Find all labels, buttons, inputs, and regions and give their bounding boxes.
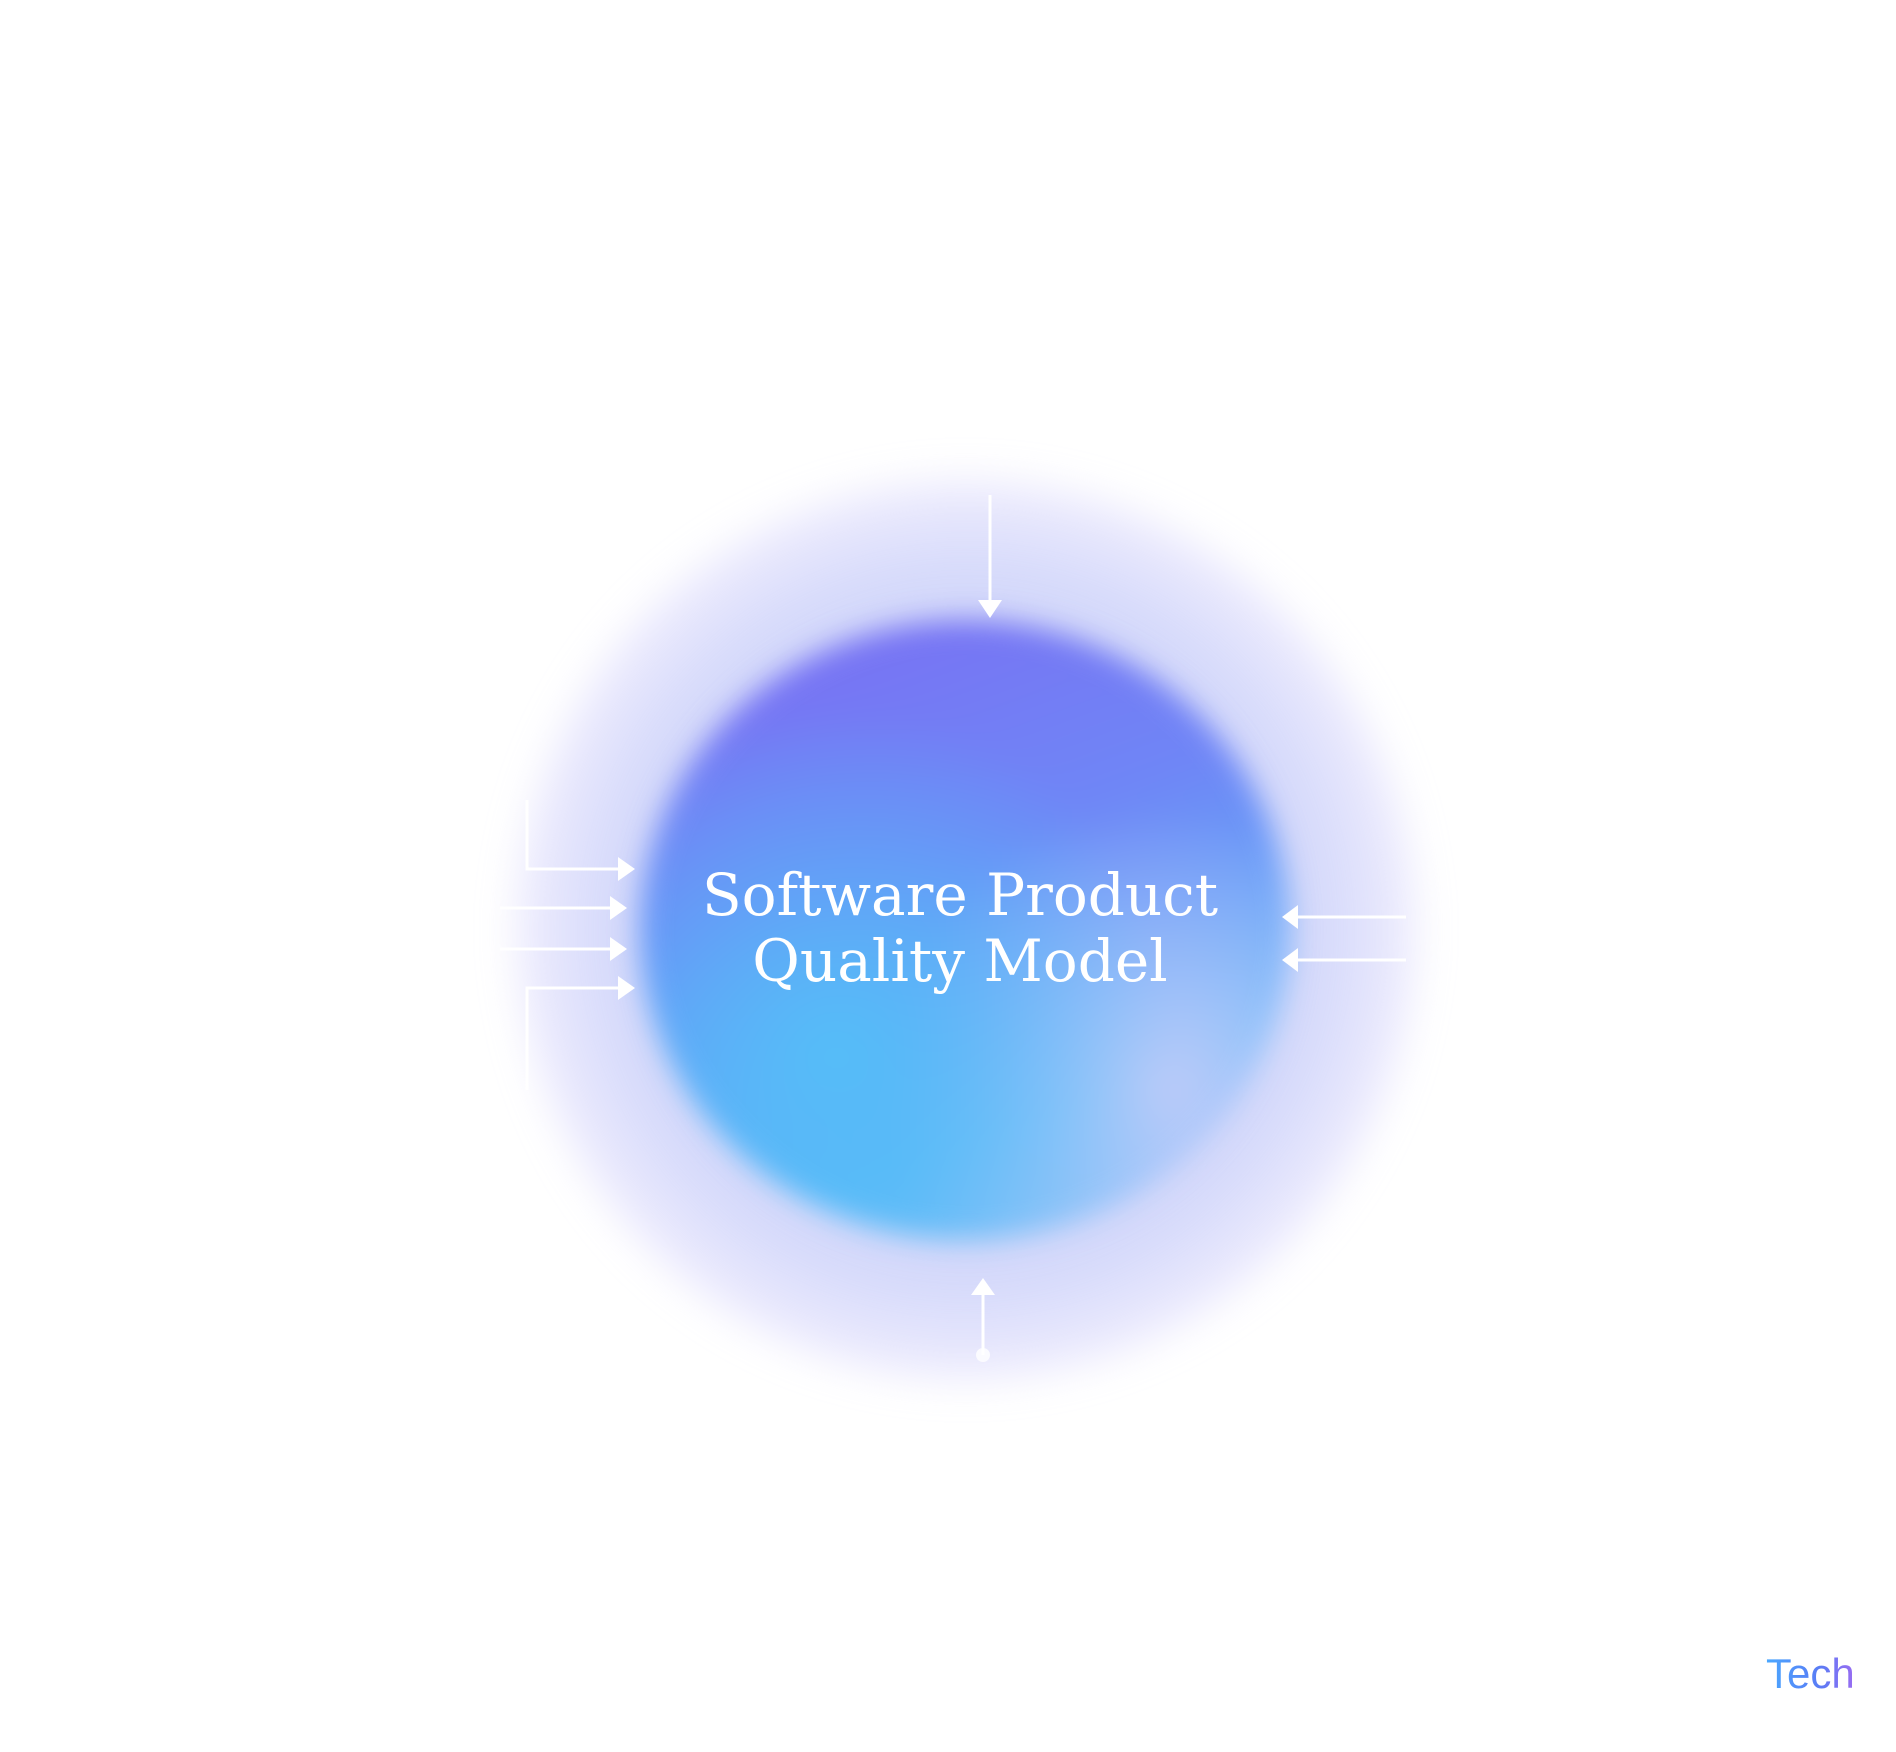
title-line-2: Quality Model [752, 927, 1168, 995]
tech-logo: Tech [1766, 1650, 1855, 1697]
arrowhead-left-1 [618, 857, 635, 881]
arrowhead-bottom [971, 1278, 995, 1295]
arrowhead-right-1 [1282, 905, 1298, 929]
arrowhead-left-2 [610, 896, 627, 920]
arrowhead-left-3 [610, 937, 627, 961]
arrow-left-1 [525, 800, 620, 871]
central-orb [640, 620, 1290, 1240]
arrowhead-top [978, 600, 1002, 618]
bottom-node-dot [976, 1348, 990, 1362]
arrowhead-right-2 [1282, 948, 1298, 972]
arrow-left-4 [525, 986, 620, 1090]
title-line-1: Software Product [701, 861, 1219, 929]
arrowhead-left-4 [618, 976, 635, 1000]
central-title: Software Product Quality Model [660, 862, 1260, 994]
